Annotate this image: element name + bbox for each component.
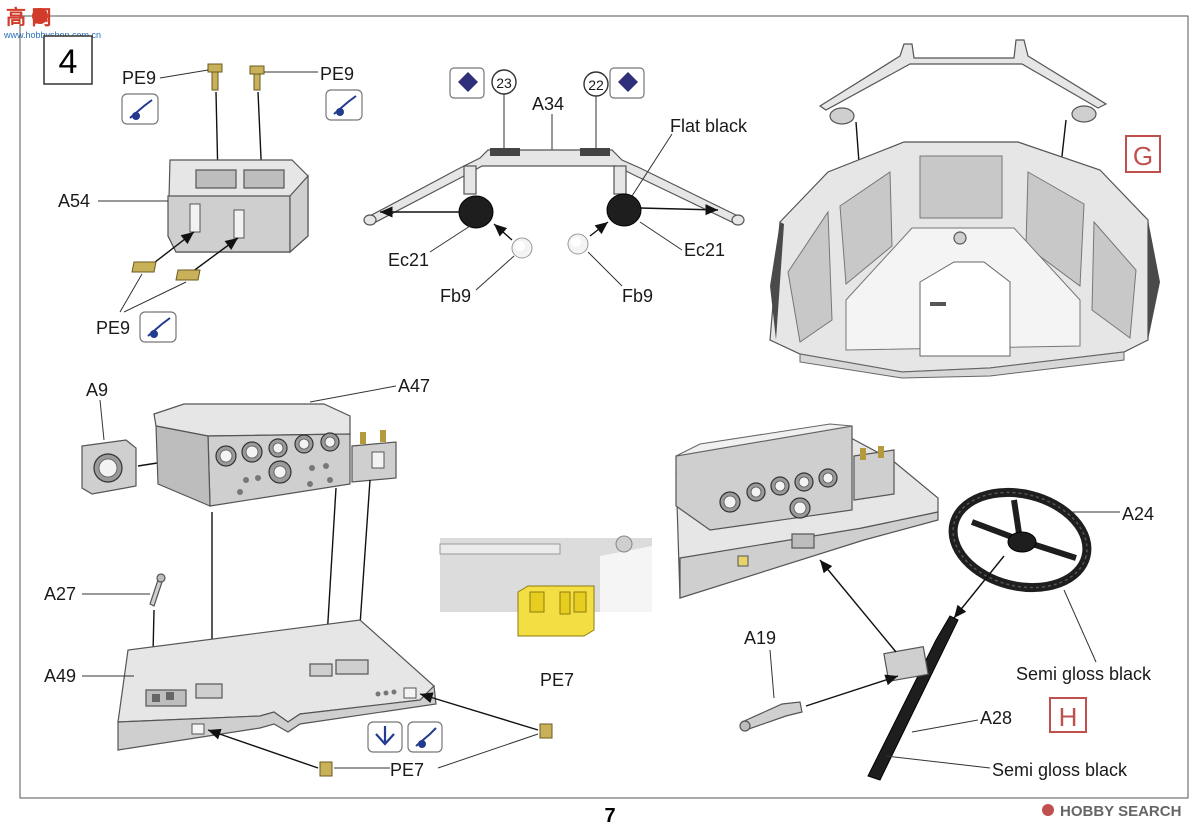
pe9-part-left [207,63,223,91]
ec21-lamp-left [458,195,494,229]
label-pe9-top-right: PE9 [320,64,354,84]
label-semi-gloss-black-wheel: Semi gloss black [1016,664,1152,684]
fb9-lens-right [567,233,589,255]
brand-text: HOBBY SEARCH [1060,803,1181,820]
a28-steering-column [867,615,959,781]
label-pe9-top-left: PE9 [122,68,156,88]
bend-icon [325,89,363,121]
label-a54: A54 [58,191,90,211]
marker-g-box [1125,135,1161,173]
label-a49: A49 [44,666,76,686]
a19-lever-part [739,701,803,732]
label-a28: A28 [980,708,1012,728]
label-pe7-detail: PE7 [540,670,574,690]
a24-steering-wheel [948,487,1092,593]
label-pe9-bottom: PE9 [96,318,130,338]
pe7-part-right [539,723,553,739]
steering-assembly: A24 A19 Semi gloss black A28 Semi gloss … [675,423,1154,781]
pe7-part-left [319,761,333,777]
step-number: 4 [59,43,78,81]
a27-lever-part [149,573,166,607]
label-pe7-bottom: PE7 [390,760,424,780]
callout-22-text: 22 [588,77,604,93]
watermark-url: www.hobbyshop.com.cn [3,30,101,40]
a34-assembly: 23 22 A34 [363,67,748,306]
label-ec21-left: Ec21 [388,250,429,270]
label-fb9-right: Fb9 [622,286,653,306]
label-a19: A19 [744,628,776,648]
ec21-lamp-right [606,193,642,227]
label-flat-black: Flat black [670,116,748,136]
label-a27: A27 [44,584,76,604]
bend-icon [407,721,443,753]
gauge-cluster [719,468,838,519]
label-a9: A9 [86,380,108,400]
callout-23: 23 [491,69,517,95]
callout-23-text: 23 [496,75,512,91]
decal-icon [609,67,645,99]
cab-assembly: G [769,39,1161,379]
marker-h: H [1059,702,1078,732]
bend-icon [139,311,177,343]
callout-22: 22 [583,71,609,97]
fb9-lens-left [511,237,533,259]
label-a47: A47 [398,376,430,396]
label-ec21-right: Ec21 [684,240,725,260]
label-a24: A24 [1122,504,1154,524]
dashboard-assembly: A9 A47 [81,376,430,666]
label-fb9-left: Fb9 [440,286,471,306]
marker-g: G [1133,141,1153,171]
a54-assembly: PE9 PE9 A54 PE9 [58,63,363,343]
watermark-logo: 高 网 www.hobbyshop.com.cn [3,5,101,40]
label-semi-gloss-black-column: Semi gloss black [992,760,1128,780]
pe9-part-right [249,65,265,91]
marker-h-box [1049,697,1087,733]
gauge-cluster [215,432,340,495]
pe7-highlighted-part [517,585,595,637]
step-number-box [43,35,93,85]
fold-icon [367,721,403,753]
a49-floor-assembly: A27 A49 PE7 [44,573,553,780]
decal-icon [449,67,485,99]
pe7-detail-view: PE7 [439,535,652,690]
page-frame [19,15,1189,799]
page-number: 7 [604,805,615,827]
bend-icon [121,93,159,125]
label-a34: A34 [532,94,564,114]
hobby-search-logo: HOBBY SEARCH [1042,803,1181,820]
